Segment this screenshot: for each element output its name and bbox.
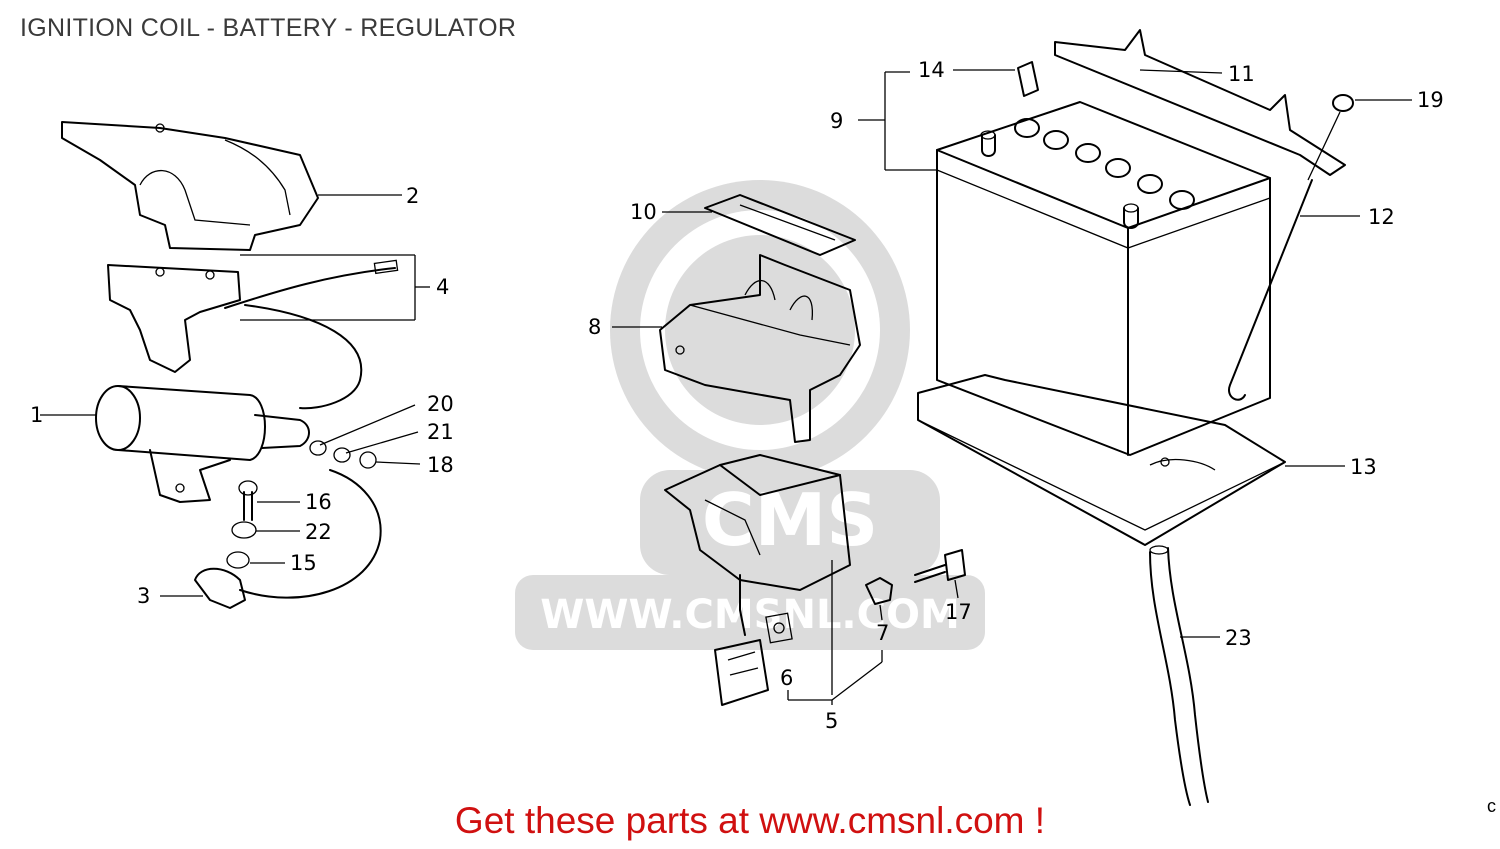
watermark-logo-plate — [640, 470, 940, 575]
diagram-title: IGNITION COIL - BATTERY - REGULATOR — [20, 14, 517, 42]
ignition-coil-part — [95, 385, 310, 503]
callout-16: 16 — [305, 490, 332, 514]
callout-14: 14 — [918, 58, 945, 82]
cmsnl-link-banner[interactable]: Get these parts at www.cmsnl.com ! — [454, 800, 1046, 841]
callout-11: 11 — [1228, 62, 1255, 86]
battery-tray-part — [917, 374, 1286, 546]
battery-cover-plate-part — [704, 194, 856, 256]
battery-part — [936, 61, 1271, 456]
callout-labels: 1 2 3 4 5 6 7 8 9 10 11 12 13 14 15 16 1… — [30, 58, 1444, 733]
callout-6: 6 — [780, 666, 793, 690]
callout-19: 19 — [1417, 88, 1444, 112]
callout-23: 23 — [1225, 626, 1252, 650]
regulator-bracket-part — [659, 254, 861, 443]
ground-terminal-part — [194, 440, 382, 609]
callout-9: 9 — [830, 109, 843, 133]
corner-mark: c — [1487, 796, 1496, 816]
callout-15: 15 — [290, 551, 317, 575]
callout-5: 5 — [825, 709, 838, 733]
coil-cover-part — [61, 121, 319, 251]
callout-7: 7 — [876, 621, 889, 645]
battery-strap-part — [1054, 29, 1354, 401]
callout-18: 18 — [427, 453, 454, 477]
cmsnl-watermark: WWW.CMSNL.COM CMS — [515, 180, 985, 650]
callout-17: 17 — [945, 600, 972, 624]
callout-13: 13 — [1350, 455, 1377, 479]
watermark-url-text: WWW.CMSNL.COM — [540, 592, 960, 638]
callout-4: 4 — [436, 275, 449, 299]
watermark-url-plate — [515, 575, 985, 650]
callout-2: 2 — [406, 184, 419, 208]
watermark-emblem-core — [665, 235, 855, 425]
callout-1: 1 — [30, 403, 43, 427]
callout-3: 3 — [137, 584, 150, 608]
drain-tube-part — [1149, 545, 1209, 806]
watermark-logo-text: CMS — [702, 478, 878, 562]
leader-lines — [40, 69, 1412, 705]
callout-12: 12 — [1368, 205, 1395, 229]
regulator-part — [664, 454, 966, 706]
callout-20: 20 — [427, 392, 454, 416]
callout-22: 22 — [305, 520, 332, 544]
callout-8: 8 — [588, 315, 601, 339]
callout-10: 10 — [630, 200, 657, 224]
callout-21: 21 — [427, 420, 454, 444]
coil-bracket-part — [107, 259, 399, 410]
